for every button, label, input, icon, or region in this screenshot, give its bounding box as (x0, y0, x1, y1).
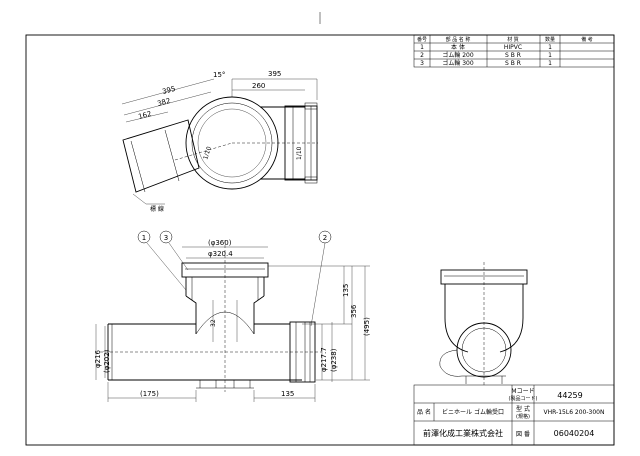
callout-1: 1 (142, 234, 146, 242)
slope-a: 1/10 (202, 145, 213, 160)
dim-382: 382 (156, 97, 171, 108)
name-label: 品 名 (417, 408, 431, 416)
dim-260: 260 (252, 82, 265, 90)
row2-name: ゴム輪 200 (442, 51, 474, 59)
company-name: 前澤化成工業株式会社 (423, 428, 503, 438)
dim-217-7: φ217.7 (320, 347, 328, 372)
slope-b: 1/10 (296, 146, 303, 160)
front-view: 1 3 2 (φ360) φ320.4 32 135 356 (495) φ21… (94, 230, 371, 402)
model-value: VHR-15L6 200-300N (544, 409, 605, 416)
drawing-frame (25, 34, 615, 446)
dim-360: (φ360) (208, 239, 232, 247)
dim-216: φ216 (94, 349, 102, 368)
row3-material: S B R (505, 60, 521, 67)
dim-495: (495) (363, 317, 371, 336)
dim-238: (φ238) (330, 348, 338, 372)
mcode-label: Mコード (511, 388, 534, 395)
title-block: Mコード (製品コード) 44259 品 名 ビニホール ゴム輪受口 型 式 (… (413, 384, 615, 446)
dim-162: 162 (137, 110, 152, 121)
drawing-number-value: 06040204 (554, 429, 595, 438)
row1-no: 1 (420, 44, 424, 51)
mcode-value: 44259 (557, 391, 582, 400)
row2-no: 2 (420, 52, 424, 59)
callout-2: 2 (323, 234, 327, 242)
model-label: 型 式 (516, 405, 530, 413)
callout-3: 3 (164, 234, 168, 242)
top-view: 395 382 162 15° 395 260 1/10 1/10 標 線 (121, 70, 318, 213)
dim-32: 32 (210, 319, 217, 327)
dim-135-bottom: 135 (281, 390, 294, 398)
dim-135-top: 135 (342, 284, 350, 297)
mcode-sub: (製品コード) (509, 395, 538, 402)
row1-material: HIPVC (504, 44, 522, 51)
angle-15: 15° (213, 71, 225, 79)
col-header-qty: 数量 (545, 36, 555, 43)
callout-reference-line: 標 線 (150, 205, 164, 213)
callout-1-balloon (137, 230, 151, 244)
row3-qty: 1 (548, 60, 552, 67)
col-header-no: 番号 (417, 36, 427, 43)
dim-320-4: φ320.4 (208, 250, 233, 258)
parts-table: 番号 部 品 名 称 材 質 数量 備 考 1 本 体 HIPVC 1 2 ゴム… (413, 34, 615, 68)
row3-name: ゴム輪 300 (442, 59, 474, 67)
name-value: ビニホール ゴム輪受口 (442, 408, 504, 416)
callout-3-balloon (159, 230, 173, 244)
model-sub: (規格) (516, 413, 530, 420)
drawing-number-label: 図 番 (516, 431, 530, 438)
col-header-note: 備 考 (581, 36, 593, 43)
dim-395-right: 395 (268, 70, 281, 78)
row3-no: 3 (420, 60, 424, 67)
dim-395-left: 395 (161, 85, 176, 96)
dim-356: 356 (350, 304, 358, 318)
side-view (439, 262, 528, 386)
col-header-name: 部 品 名 称 (446, 36, 471, 43)
row1-name: 本 体 (451, 43, 465, 51)
row1-qty: 1 (548, 44, 552, 51)
col-header-material: 材 質 (507, 36, 519, 43)
dim-175: (175) (140, 390, 159, 398)
dim-202: (φ202) (103, 349, 111, 373)
row2-material: S B R (505, 52, 521, 59)
row2-qty: 1 (548, 52, 552, 59)
